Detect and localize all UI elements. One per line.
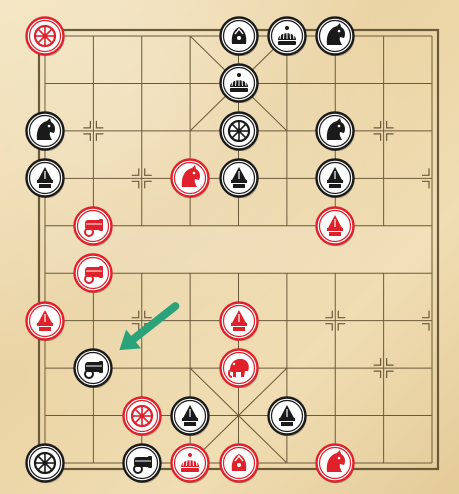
black-soldier-piece[interactable] <box>170 396 210 436</box>
black-advisor-piece[interactable] <box>219 16 259 56</box>
red-advisor-piece[interactable] <box>219 443 259 483</box>
chariot-icon <box>229 121 249 141</box>
black-soldier-piece[interactable] <box>315 158 355 198</box>
red-chariot-piece[interactable] <box>25 16 65 56</box>
black-horse-piece[interactable] <box>315 111 355 151</box>
red-soldier-piece[interactable] <box>25 301 65 341</box>
black-soldier-piece[interactable] <box>219 158 259 198</box>
red-cannon-piece[interactable] <box>73 253 113 293</box>
black-general-piece[interactable] <box>267 16 307 56</box>
red-cannon-piece[interactable] <box>73 206 113 246</box>
red-soldier-piece[interactable] <box>315 206 355 246</box>
black-horse-piece[interactable] <box>315 16 355 56</box>
chariot-icon <box>132 406 152 426</box>
red-soldier-piece[interactable] <box>219 301 259 341</box>
red-horse-piece[interactable] <box>315 443 355 483</box>
chariot-icon <box>35 453 55 473</box>
black-chariot-piece[interactable] <box>25 443 65 483</box>
black-chariot-piece[interactable] <box>219 111 259 151</box>
red-horse-piece[interactable] <box>170 158 210 198</box>
black-cannon-piece[interactable] <box>73 348 113 388</box>
red-general-piece[interactable] <box>170 443 210 483</box>
red-elephant-piece[interactable] <box>219 348 259 388</box>
chariot-icon <box>35 26 55 46</box>
black-horse-piece[interactable] <box>25 111 65 151</box>
black-soldier-piece[interactable] <box>25 158 65 198</box>
black-soldier-piece[interactable] <box>267 396 307 436</box>
red-chariot-piece[interactable] <box>122 396 162 436</box>
black-general-piece[interactable] <box>219 63 259 103</box>
black-cannon-piece[interactable] <box>122 443 162 483</box>
